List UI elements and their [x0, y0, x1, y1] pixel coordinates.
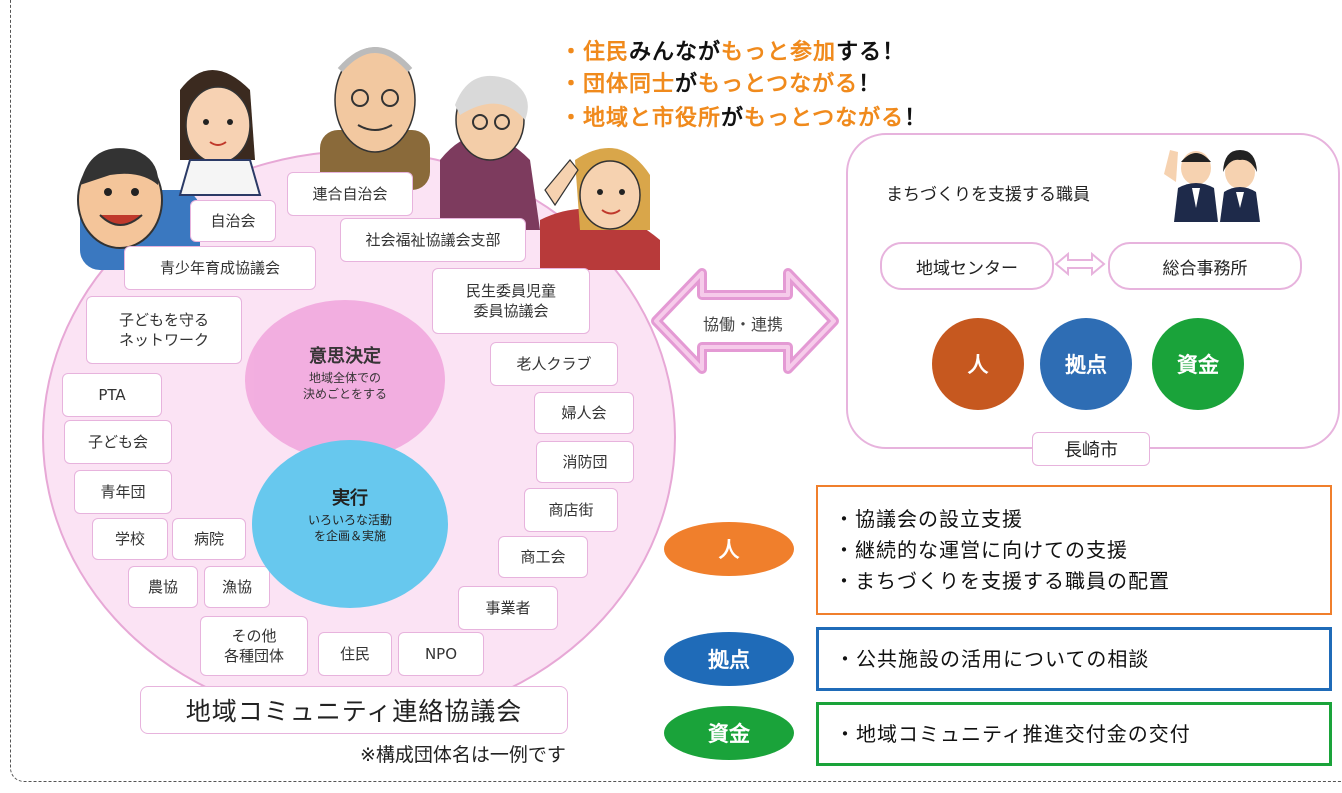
support-people-line-3: ・まちづくりを支援する職員の配置 [834, 568, 1170, 593]
org-kodomokai: 子ども会 [64, 420, 172, 464]
support-people-line-1: ・協議会の設立支援 [834, 506, 1023, 531]
headline-line-3-part-1: 地域と市役所 [583, 106, 722, 131]
resident-elderly-man-icon [320, 47, 430, 190]
residents-illustration [77, 47, 660, 270]
support-people-ellipse: 人 [664, 522, 794, 576]
org-jumin: 住民 [318, 632, 392, 676]
resident-woman-icon [540, 148, 660, 270]
headline-line-2-part-2: が [675, 72, 699, 97]
support-base-ellipse: 拠点 [664, 632, 794, 686]
support-people-line-2: ・継続的な運営に向けての支援 [834, 537, 1128, 562]
headline-line-1: ・住民みんながもっと参加する！ [560, 34, 905, 66]
org-byoin: 病院 [172, 518, 246, 560]
org-shokokai: 商工会 [498, 536, 588, 578]
example-note: ※構成団体名は一例です [360, 744, 566, 766]
resource-people-dot: 人 [932, 318, 1024, 410]
decision-circle: 意思決定 地域全体での 決めごとをする [245, 300, 445, 460]
org-gakko: 学校 [92, 518, 168, 560]
headline-line-2-part-3: もっとつながる [698, 72, 859, 97]
headline-line-2-part-4: ！ [858, 72, 882, 97]
org-npo: NPO [398, 632, 484, 676]
staff-title: まちづくりを支援する職員 [886, 185, 1090, 205]
resource-base-dot: 拠点 [1040, 318, 1132, 410]
support-funds-line-1: ・地域コミュニティ推進交付金の交付 [835, 721, 1191, 746]
collaboration-double-arrow-icon [651, 268, 839, 374]
staff-icon [1164, 150, 1260, 222]
headline-line-2: ・団体同士がもっとつながる！ [560, 66, 881, 98]
dashed-frame [10, 0, 1342, 782]
support-base-box: ・公共施設の活用についての相談 [816, 627, 1332, 691]
execute-circle: 実行 いろいろな活動 を企画＆実施 [252, 440, 448, 608]
decision-text: 地域全体での 決めごとをする [302, 371, 387, 402]
org-jichikai: 自治会 [190, 200, 276, 242]
org-fujinkai: 婦人会 [534, 392, 634, 434]
org-sonota: その他 各種団体 [200, 616, 308, 676]
headline-line-3-part-3: もっとつながる [744, 106, 905, 131]
headline-line-1-part-0: ・ [560, 40, 584, 65]
decision-title: 意思決定 [309, 346, 381, 367]
org-gyokyo: 漁協 [204, 566, 270, 608]
resident-elderly-woman-icon [440, 75, 540, 230]
org-shobodan: 消防団 [536, 441, 634, 483]
collaboration-label: 協働・連携 [702, 315, 783, 334]
support-funds-box: ・地域コミュニティ推進交付金の交付 [816, 702, 1332, 766]
city-label: 長崎市 [1032, 432, 1150, 466]
headline-line-2-part-0: ・ [560, 72, 584, 97]
execute-title: 実行 [332, 488, 368, 509]
office-pill: 総合事務所 [1108, 242, 1302, 290]
org-rengo-jichikai: 連合自治会 [287, 172, 413, 216]
resource-funds-dot: 資金 [1152, 318, 1244, 410]
org-seinendan: 青年団 [74, 470, 172, 514]
execute-text: いろいろな活動 を企画＆実施 [307, 513, 392, 544]
headline-line-3-part-2: が [721, 106, 745, 131]
support-people-box: ・協議会の設立支援 ・継続的な運営に向けての支援 ・まちづくりを支援する職員の配… [816, 485, 1332, 615]
headline-line-1-part-4: する！ [836, 40, 906, 65]
support-base-line-1: ・公共施設の活用についての相談 [835, 646, 1150, 671]
org-seishonen: 青少年育成協議会 [124, 246, 316, 290]
org-rojin-club: 老人クラブ [490, 342, 618, 386]
headline-line-3-part-0: ・ [560, 106, 584, 131]
headline-line-3: ・地域と市役所がもっとつながる！ [560, 100, 927, 132]
org-pta: PTA [62, 373, 162, 417]
org-minsei-iin: 民生委員児童 委員協議会 [432, 268, 590, 334]
headline-line-1-part-2: みんなが [629, 40, 722, 65]
org-nokyo: 農協 [128, 566, 198, 608]
headline-line-1-part-1: 住民 [583, 40, 630, 65]
center-pill: 地域センター [880, 242, 1054, 290]
support-funds-ellipse: 資金 [664, 706, 794, 760]
resident-girl-icon [178, 70, 262, 196]
org-shotengai: 商店街 [524, 488, 618, 532]
org-kodomo-network: 子どもを守る ネットワーク [86, 296, 242, 364]
headline-line-3-part-4: ！ [904, 106, 928, 131]
headline-line-1-part-3: もっと参加 [721, 40, 837, 65]
center-office-link-icon [1054, 252, 1106, 276]
council-label: 地域コミュニティ連絡協議会 [140, 686, 568, 734]
org-jigyosha: 事業者 [458, 586, 558, 630]
org-shakyo-shibu: 社会福祉協議会支部 [340, 218, 526, 262]
headline-line-2-part-1: 団体同士 [583, 72, 676, 97]
